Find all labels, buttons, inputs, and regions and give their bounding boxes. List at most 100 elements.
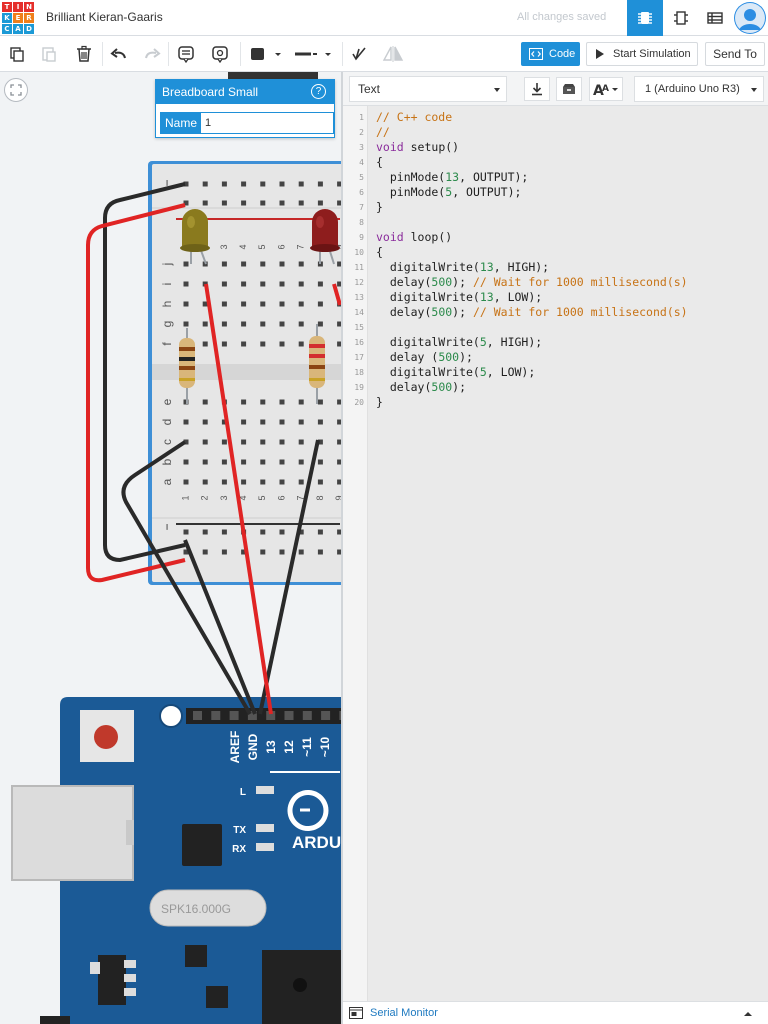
code-line[interactable]: 6 pinMode(5, OUTPUT);	[343, 185, 768, 200]
breadboard-hole[interactable]	[260, 321, 266, 327]
code-line[interactable]: 19 delay(500);	[343, 380, 768, 395]
breadboard-hole[interactable]	[279, 529, 285, 535]
wire-black-gnd-1[interactable]	[121, 440, 252, 716]
breadboard-hole[interactable]	[241, 439, 247, 445]
breadboard-hole[interactable]	[183, 549, 189, 555]
breadboard-hole[interactable]	[337, 549, 341, 555]
breadboard-hole[interactable]	[260, 341, 266, 347]
breadboard-hole[interactable]	[260, 479, 266, 485]
breadboard-hole[interactable]	[337, 261, 341, 267]
user-avatar[interactable]	[734, 2, 766, 34]
breadboard-hole[interactable]	[260, 301, 266, 307]
circuit-canvas[interactable]: jihgfedcba1233445566778899−−	[0, 72, 341, 1024]
project-title[interactable]: Brilliant Kieran-Gaaris	[46, 10, 163, 24]
breadboard-hole[interactable]	[317, 549, 323, 555]
led-yellow[interactable]	[180, 209, 210, 265]
breadboard-hole[interactable]	[317, 301, 323, 307]
breadboard-hole[interactable]	[183, 479, 189, 485]
header-pin[interactable]	[229, 711, 239, 720]
breadboard-hole[interactable]	[221, 321, 227, 327]
resistor-right[interactable]	[309, 324, 325, 404]
breadboard-hole[interactable]	[221, 459, 227, 465]
breadboard-hole[interactable]	[260, 419, 266, 425]
breadboard-hole[interactable]	[298, 419, 304, 425]
library-button[interactable]	[556, 77, 582, 101]
breadboard-hole[interactable]	[298, 200, 304, 206]
breadboard-hole[interactable]	[337, 459, 341, 465]
breadboard-hole[interactable]	[337, 479, 341, 485]
breadboard-hole[interactable]	[317, 419, 323, 425]
code-line[interactable]: 18 digitalWrite(5, LOW);	[343, 365, 768, 380]
schematic-view-button[interactable]	[663, 0, 699, 36]
code-mode-select[interactable]: Text	[349, 76, 507, 102]
breadboard-hole[interactable]	[241, 261, 247, 267]
color-picker[interactable]	[246, 40, 286, 68]
breadboard-hole[interactable]	[279, 281, 285, 287]
breadboard-hole[interactable]	[241, 301, 247, 307]
breadboard-hole[interactable]	[317, 281, 323, 287]
breadboard-hole[interactable]	[221, 479, 227, 485]
reset-button[interactable]	[94, 725, 118, 749]
breadboard-hole[interactable]	[241, 181, 247, 187]
code-button[interactable]: Code	[521, 42, 580, 66]
breadboard-hole[interactable]	[202, 459, 208, 465]
breadboard-hole[interactable]	[202, 529, 208, 535]
breadboard-hole[interactable]	[317, 321, 323, 327]
wire-red-rail[interactable]	[86, 203, 186, 583]
header-pin[interactable]	[339, 711, 341, 720]
code-line[interactable]: 5 pinMode(13, OUTPUT);	[343, 170, 768, 185]
breadboard-hole[interactable]	[337, 399, 341, 405]
delete-button[interactable]	[71, 40, 97, 68]
breadboard-hole[interactable]	[183, 200, 189, 206]
breadboard-hole[interactable]	[279, 181, 285, 187]
copy-button[interactable]	[4, 40, 30, 68]
name-input[interactable]	[200, 112, 334, 134]
breadboard-hole[interactable]	[337, 281, 341, 287]
breadboard-hole[interactable]	[241, 549, 247, 555]
breadboard-hole[interactable]	[202, 321, 208, 327]
breadboard-hole[interactable]	[298, 321, 304, 327]
breadboard-hole[interactable]	[298, 261, 304, 267]
code-line[interactable]: 7}	[343, 200, 768, 215]
breadboard-hole[interactable]	[202, 399, 208, 405]
led-red[interactable]	[310, 209, 340, 265]
breadboard-hole[interactable]	[221, 419, 227, 425]
line-style-picker[interactable]	[290, 40, 336, 68]
breadboard-hole[interactable]	[241, 281, 247, 287]
breadboard-hole[interactable]	[317, 439, 323, 445]
start-simulation-button[interactable]: Start Simulation	[586, 42, 698, 66]
code-line[interactable]: 16 digitalWrite(5, HIGH);	[343, 335, 768, 350]
breadboard-hole[interactable]	[183, 321, 189, 327]
breadboard-hole[interactable]	[298, 301, 304, 307]
breadboard-hole[interactable]	[279, 200, 285, 206]
breadboard-hole[interactable]	[317, 200, 323, 206]
breadboard-hole[interactable]	[298, 549, 304, 555]
breadboard-hole[interactable]	[221, 549, 227, 555]
breadboard-hole[interactable]	[241, 459, 247, 465]
breadboard-hole[interactable]	[317, 181, 323, 187]
breadboard-hole[interactable]	[260, 459, 266, 465]
breadboard-hole[interactable]	[183, 301, 189, 307]
mirror-button[interactable]	[380, 40, 406, 68]
breadboard-hole[interactable]	[260, 549, 266, 555]
breadboard-hole[interactable]	[298, 399, 304, 405]
code-line[interactable]: 1// C++ code	[343, 110, 768, 125]
breadboard-hole[interactable]	[337, 321, 341, 327]
breadboard-hole[interactable]	[202, 419, 208, 425]
breadboard-hole[interactable]	[279, 419, 285, 425]
breadboard-hole[interactable]	[202, 341, 208, 347]
font-size-button[interactable]: A A	[589, 77, 623, 101]
breadboard-hole[interactable]	[279, 341, 285, 347]
breadboard-hole[interactable]	[221, 261, 227, 267]
code-line[interactable]: 11 digitalWrite(13, HIGH);	[343, 260, 768, 275]
code-line[interactable]: 10{	[343, 245, 768, 260]
chevron-up-icon[interactable]	[743, 1010, 753, 1018]
breadboard-hole[interactable]	[241, 200, 247, 206]
breadboard-hole[interactable]	[298, 181, 304, 187]
breadboard-hole[interactable]	[317, 459, 323, 465]
breadboard-hole[interactable]	[279, 439, 285, 445]
breadboard-hole[interactable]	[183, 261, 189, 267]
code-line[interactable]: 15	[343, 320, 768, 335]
breadboard-hole[interactable]	[337, 181, 341, 187]
